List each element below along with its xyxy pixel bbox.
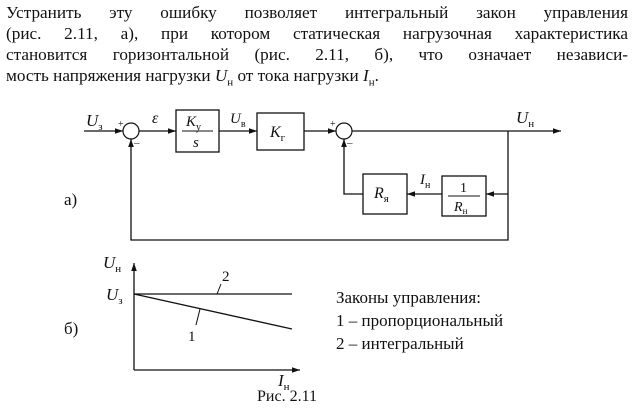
sum1-minus-sign: –: [133, 137, 140, 149]
y-tick-label: Uз: [106, 285, 123, 307]
y-axis-subscript: н: [115, 263, 121, 275]
legend-item-2: 2 – интегральный: [336, 334, 464, 353]
x-axis-label: Iн: [277, 371, 290, 393]
legend-title: Законы управления:: [336, 288, 481, 307]
curve-1-leader: [195, 308, 201, 326]
input-voltage-label: Uз: [86, 111, 103, 133]
generator-gain: Kг: [269, 124, 286, 144]
diagram-a-label: а): [64, 190, 77, 209]
paragraph-line-4-end: .: [374, 66, 379, 85]
armature-resistance-symbol: R: [373, 185, 384, 202]
outer-feedback-arrow: [128, 139, 509, 241]
integrator-numerator: Kу: [185, 114, 201, 133]
curve-1-proportional: [133, 293, 293, 330]
integrator-denominator: s: [193, 135, 199, 151]
load-characteristic-graph: б) Uн Iн Uз 2 1: [64, 253, 300, 393]
y-axis-symbol: U: [103, 253, 117, 272]
load-numerator: 1: [460, 181, 467, 196]
load-block: [441, 175, 487, 217]
y-axis-label: Uн: [103, 253, 121, 275]
sum2-plus-sign: +: [330, 119, 336, 130]
integrator-gain-symbol: K: [185, 114, 197, 130]
x-axis-subscript: н: [284, 381, 290, 393]
integrator-gain-subscript: у: [196, 122, 201, 133]
voltage-symbol: U: [214, 66, 228, 85]
legend-item-1: 1 – пропорциональный: [336, 311, 503, 330]
sum1-plus-sign: +: [118, 119, 124, 130]
load-current-symbol: I: [419, 172, 426, 188]
y-tick-symbol: U: [106, 285, 120, 304]
sum2-minus-sign: –: [346, 137, 353, 149]
inner-feedback-arrow: [341, 139, 363, 195]
error-symbol: ε: [152, 110, 159, 127]
curve-2-leader: [216, 283, 222, 295]
diagram-b-label: б): [64, 319, 78, 338]
load-denominator: Rн: [453, 200, 468, 216]
curve-1-label: 1: [188, 329, 196, 345]
control-voltage-symbol: U: [230, 111, 242, 127]
control-voltage-label: Uв: [230, 111, 246, 130]
voltage-subscript: н: [227, 76, 234, 89]
block-diagram: а) Uз + – ε Kу s Uв Kг + –: [64, 108, 561, 241]
load-resistance-symbol: R: [453, 200, 463, 215]
paragraph-line-4-start: мость напряжения нагрузки: [6, 66, 215, 85]
paragraph-line-2: (рис. 2.11, а), при котором статическая …: [6, 24, 628, 43]
output-voltage-label: Uн: [516, 108, 534, 130]
figure-caption: Рис. 2.11: [257, 388, 317, 405]
load-current-subscript: н: [425, 180, 431, 191]
current-subscript: н: [368, 76, 375, 89]
paragraph-line-4: мость напряжения нагрузки Uн от тока наг…: [6, 65, 628, 89]
paragraph-line-1: Устранить эту ошибку позволяет интеграль…: [6, 3, 628, 22]
armature-resistance-label: Rя: [373, 185, 389, 205]
current-symbol: I: [362, 66, 369, 85]
input-voltage-subscript: з: [98, 121, 102, 133]
armature-resistance-subscript: я: [384, 193, 389, 205]
output-voltage-subscript: н: [528, 118, 534, 130]
control-voltage-subscript: в: [241, 119, 246, 130]
control-laws-legend: Законы управления: 1 – пропорциональный …: [336, 288, 503, 353]
load-resistance-subscript: н: [463, 206, 468, 216]
generator-gain-subscript: г: [281, 132, 286, 144]
generator-gain-symbol: K: [269, 124, 282, 141]
paragraph-line-4-middle: от тока нагрузки: [233, 66, 363, 85]
curve-2-label: 2: [222, 269, 230, 285]
input-voltage-symbol: U: [86, 111, 100, 130]
body-paragraph: Устранить эту ошибку позволяет интеграль…: [6, 2, 628, 89]
y-tick-subscript: з: [118, 295, 122, 307]
output-voltage-symbol: U: [516, 108, 530, 127]
x-axis-symbol: I: [277, 371, 285, 390]
paragraph-line-3: становится горизонтальной (рис. 2.11, б)…: [6, 45, 628, 64]
load-current-label: Iн: [419, 172, 431, 191]
